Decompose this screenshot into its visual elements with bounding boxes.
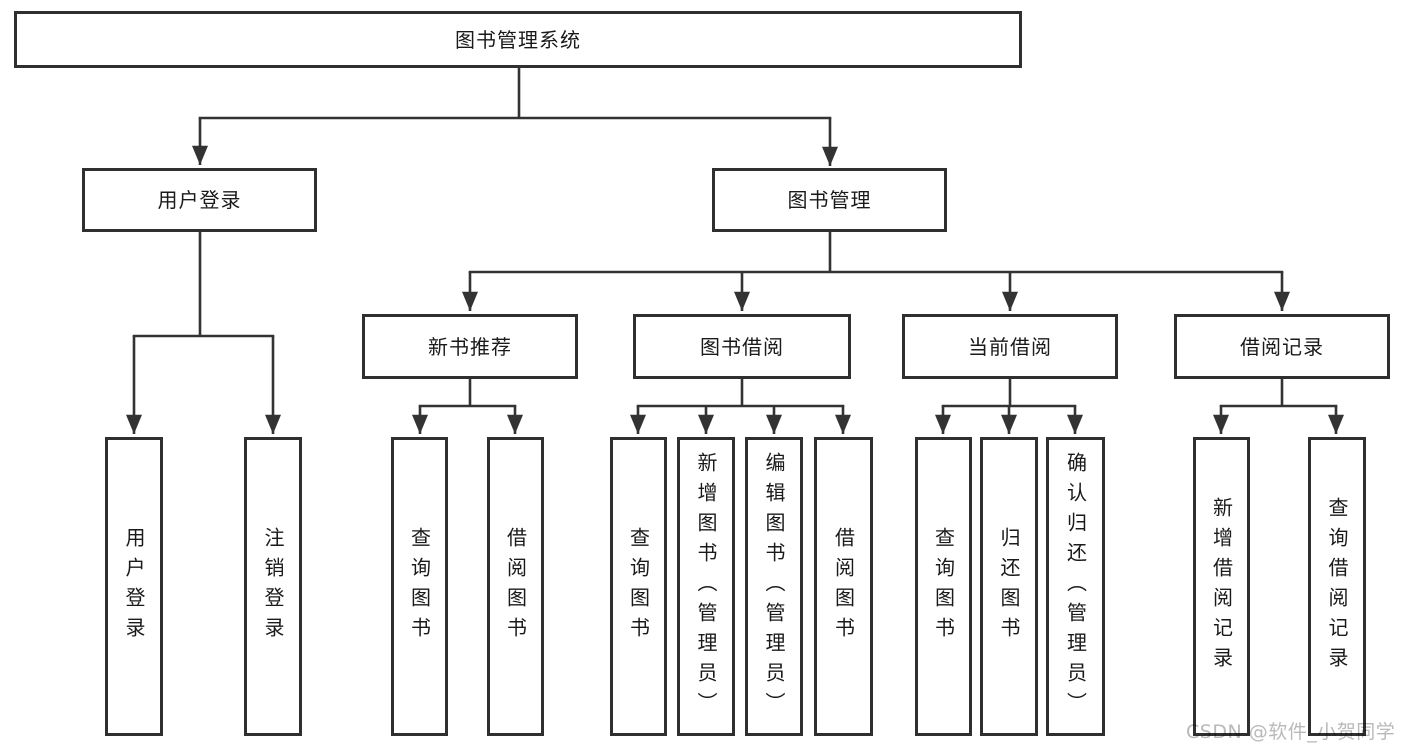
leaf-edit-books-admin: 编辑图书（管理员） — [745, 437, 803, 736]
leaf-query-books-recommend: 查询图书 — [391, 437, 448, 736]
leaf-user-login-label: 用户登录 — [122, 526, 146, 647]
leaf-edit-books-admin-label: 编辑图书（管理员） — [762, 451, 786, 722]
leaf-query-books-borrow: 查询图书 — [610, 437, 667, 736]
node-library-system-label: 图书管理系统 — [455, 27, 581, 52]
node-new-book-recommend-label: 新书推荐 — [428, 334, 512, 359]
node-current-borrow-label: 当前借阅 — [968, 334, 1052, 359]
leaf-confirm-return-admin: 确认归还（管理员） — [1046, 437, 1105, 736]
leaf-query-books-current-label: 查询图书 — [931, 526, 956, 647]
leaf-query-books-recommend-label: 查询图书 — [407, 526, 432, 647]
node-user-login: 用户登录 — [82, 168, 317, 232]
leaf-add-books-admin: 新增图书（管理员） — [677, 437, 735, 736]
node-book-management-label: 图书管理 — [787, 188, 872, 212]
leaf-return-books-label: 归还图书 — [997, 526, 1021, 647]
csdn-watermark: CSDN @软件_小贺同学 — [1186, 721, 1396, 743]
leaf-logout-login: 注销登录 — [244, 437, 302, 736]
leaf-borrow-books-recommend-label: 借阅图书 — [503, 526, 528, 647]
node-borrow-records: 借阅记录 — [1174, 314, 1390, 379]
node-current-borrow: 当前借阅 — [902, 314, 1118, 379]
node-new-book-recommend: 新书推荐 — [362, 314, 578, 379]
leaf-confirm-return-admin-label: 确认归还（管理员） — [1063, 451, 1088, 722]
leaf-borrow-books: 借阅图书 — [814, 437, 873, 736]
leaf-logout-login-label: 注销登录 — [261, 526, 285, 647]
node-user-login-label: 用户登录 — [157, 188, 242, 212]
node-library-system: 图书管理系统 — [14, 11, 1022, 68]
leaf-borrow-books-recommend: 借阅图书 — [487, 437, 544, 736]
leaf-query-books-borrow-label: 查询图书 — [626, 526, 651, 647]
leaf-query-borrow-record-label: 查询借阅记录 — [1325, 496, 1349, 677]
leaf-query-books-current: 查询图书 — [915, 437, 972, 736]
node-book-borrow: 图书借阅 — [633, 314, 851, 379]
node-borrow-records-label: 借阅记录 — [1240, 334, 1324, 359]
leaf-add-borrow-record-label: 新增借阅记录 — [1209, 496, 1234, 677]
leaf-query-borrow-record: 查询借阅记录 — [1308, 437, 1366, 736]
leaf-add-borrow-record: 新增借阅记录 — [1193, 437, 1250, 736]
node-book-management: 图书管理 — [712, 168, 947, 232]
leaf-return-books: 归还图书 — [980, 437, 1038, 736]
leaf-user-login: 用户登录 — [105, 437, 163, 736]
node-book-borrow-label: 图书借阅 — [700, 334, 784, 359]
leaf-add-books-admin-label: 新增图书（管理员） — [694, 451, 718, 722]
leaf-borrow-books-label: 借阅图书 — [831, 526, 856, 647]
